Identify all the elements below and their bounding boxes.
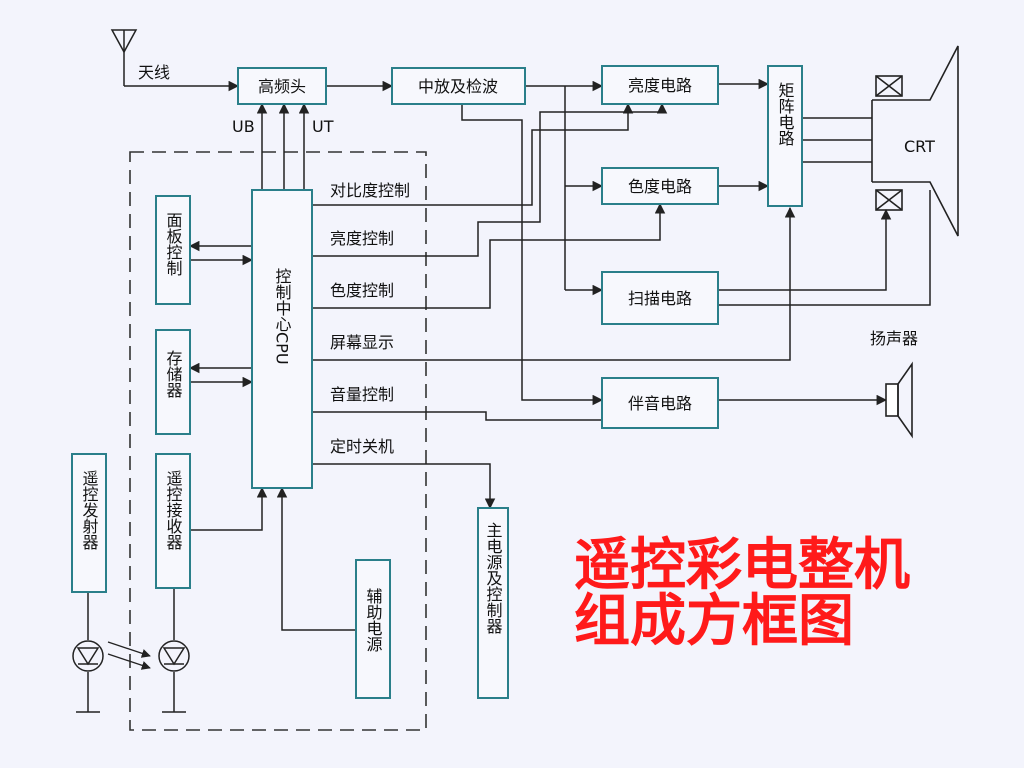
block-scan-label: 扫描电路 <box>628 289 692 308</box>
block-ir-tx-label: 遥控发射器 <box>80 470 99 550</box>
speaker-icon <box>885 361 913 439</box>
signal-lines <box>76 78 931 713</box>
block-panel-label: 面板控制 <box>164 212 183 276</box>
block-aux-power-label: 辅助电源 <box>364 588 383 653</box>
block-if-detect: 中放及检波 <box>391 67 526 105</box>
block-ir-tx: 遥控发射器 <box>71 453 107 593</box>
block-scan: 扫描电路 <box>601 271 719 325</box>
block-matrix: 矩阵电路 <box>767 65 803 207</box>
block-chroma-label: 色度电路 <box>628 177 692 196</box>
diagram-title-line1: 遥控彩电整机 <box>574 533 910 598</box>
ub-label: UB <box>232 117 255 136</box>
block-tuner: 高频头 <box>237 67 327 105</box>
block-if-detect-label: 中放及检波 <box>418 77 498 96</box>
ir-led-icon <box>72 640 104 672</box>
block-sound: 伴音电路 <box>601 377 719 429</box>
block-tuner-label: 高频头 <box>258 77 306 96</box>
cpu-output-label: 对比度控制 <box>330 181 410 200</box>
ir-beam-icon <box>107 641 151 670</box>
diagram-title-line2: 组成方框图 <box>574 589 854 654</box>
block-cpu: 控制中心CPU <box>251 189 313 489</box>
antenna-label: 天线 <box>138 63 170 82</box>
cpu-output-label: 屏幕显示 <box>330 333 394 352</box>
block-sound-label: 伴音电路 <box>628 394 692 413</box>
block-panel: 面板控制 <box>155 195 191 305</box>
ut-label: UT <box>312 117 334 136</box>
block-memory-label: 存储器 <box>164 350 183 398</box>
block-matrix-label: 矩阵电路 <box>776 82 795 146</box>
ir-photodiode-icon <box>158 640 190 672</box>
block-memory: 存储器 <box>155 329 191 435</box>
block-cpu-label: 控制中心CPU <box>273 268 292 365</box>
cpu-output-label: 色度控制 <box>330 281 394 300</box>
block-chroma: 色度电路 <box>601 167 719 205</box>
crt-tube-icon <box>871 45 959 237</box>
block-ir-rx: 遥控接收器 <box>155 453 191 589</box>
block-main-power-label: 主电源及控制器 <box>484 522 503 634</box>
cpu-output-label: 音量控制 <box>330 385 394 404</box>
control-section-boundary <box>129 151 427 731</box>
block-aux-power: 辅助电源 <box>355 559 391 699</box>
block-ir-rx-label: 遥控接收器 <box>164 470 183 550</box>
block-main-power: 主电源及控制器 <box>477 507 509 699</box>
block-luma: 亮度电路 <box>601 65 719 105</box>
antenna-icon <box>110 29 138 86</box>
crt-label: CRT <box>904 137 935 156</box>
block-luma-label: 亮度电路 <box>628 76 692 95</box>
speaker-label: 扬声器 <box>870 329 918 348</box>
cpu-output-label: 定时关机 <box>330 437 394 456</box>
cpu-output-label: 亮度控制 <box>330 229 394 248</box>
